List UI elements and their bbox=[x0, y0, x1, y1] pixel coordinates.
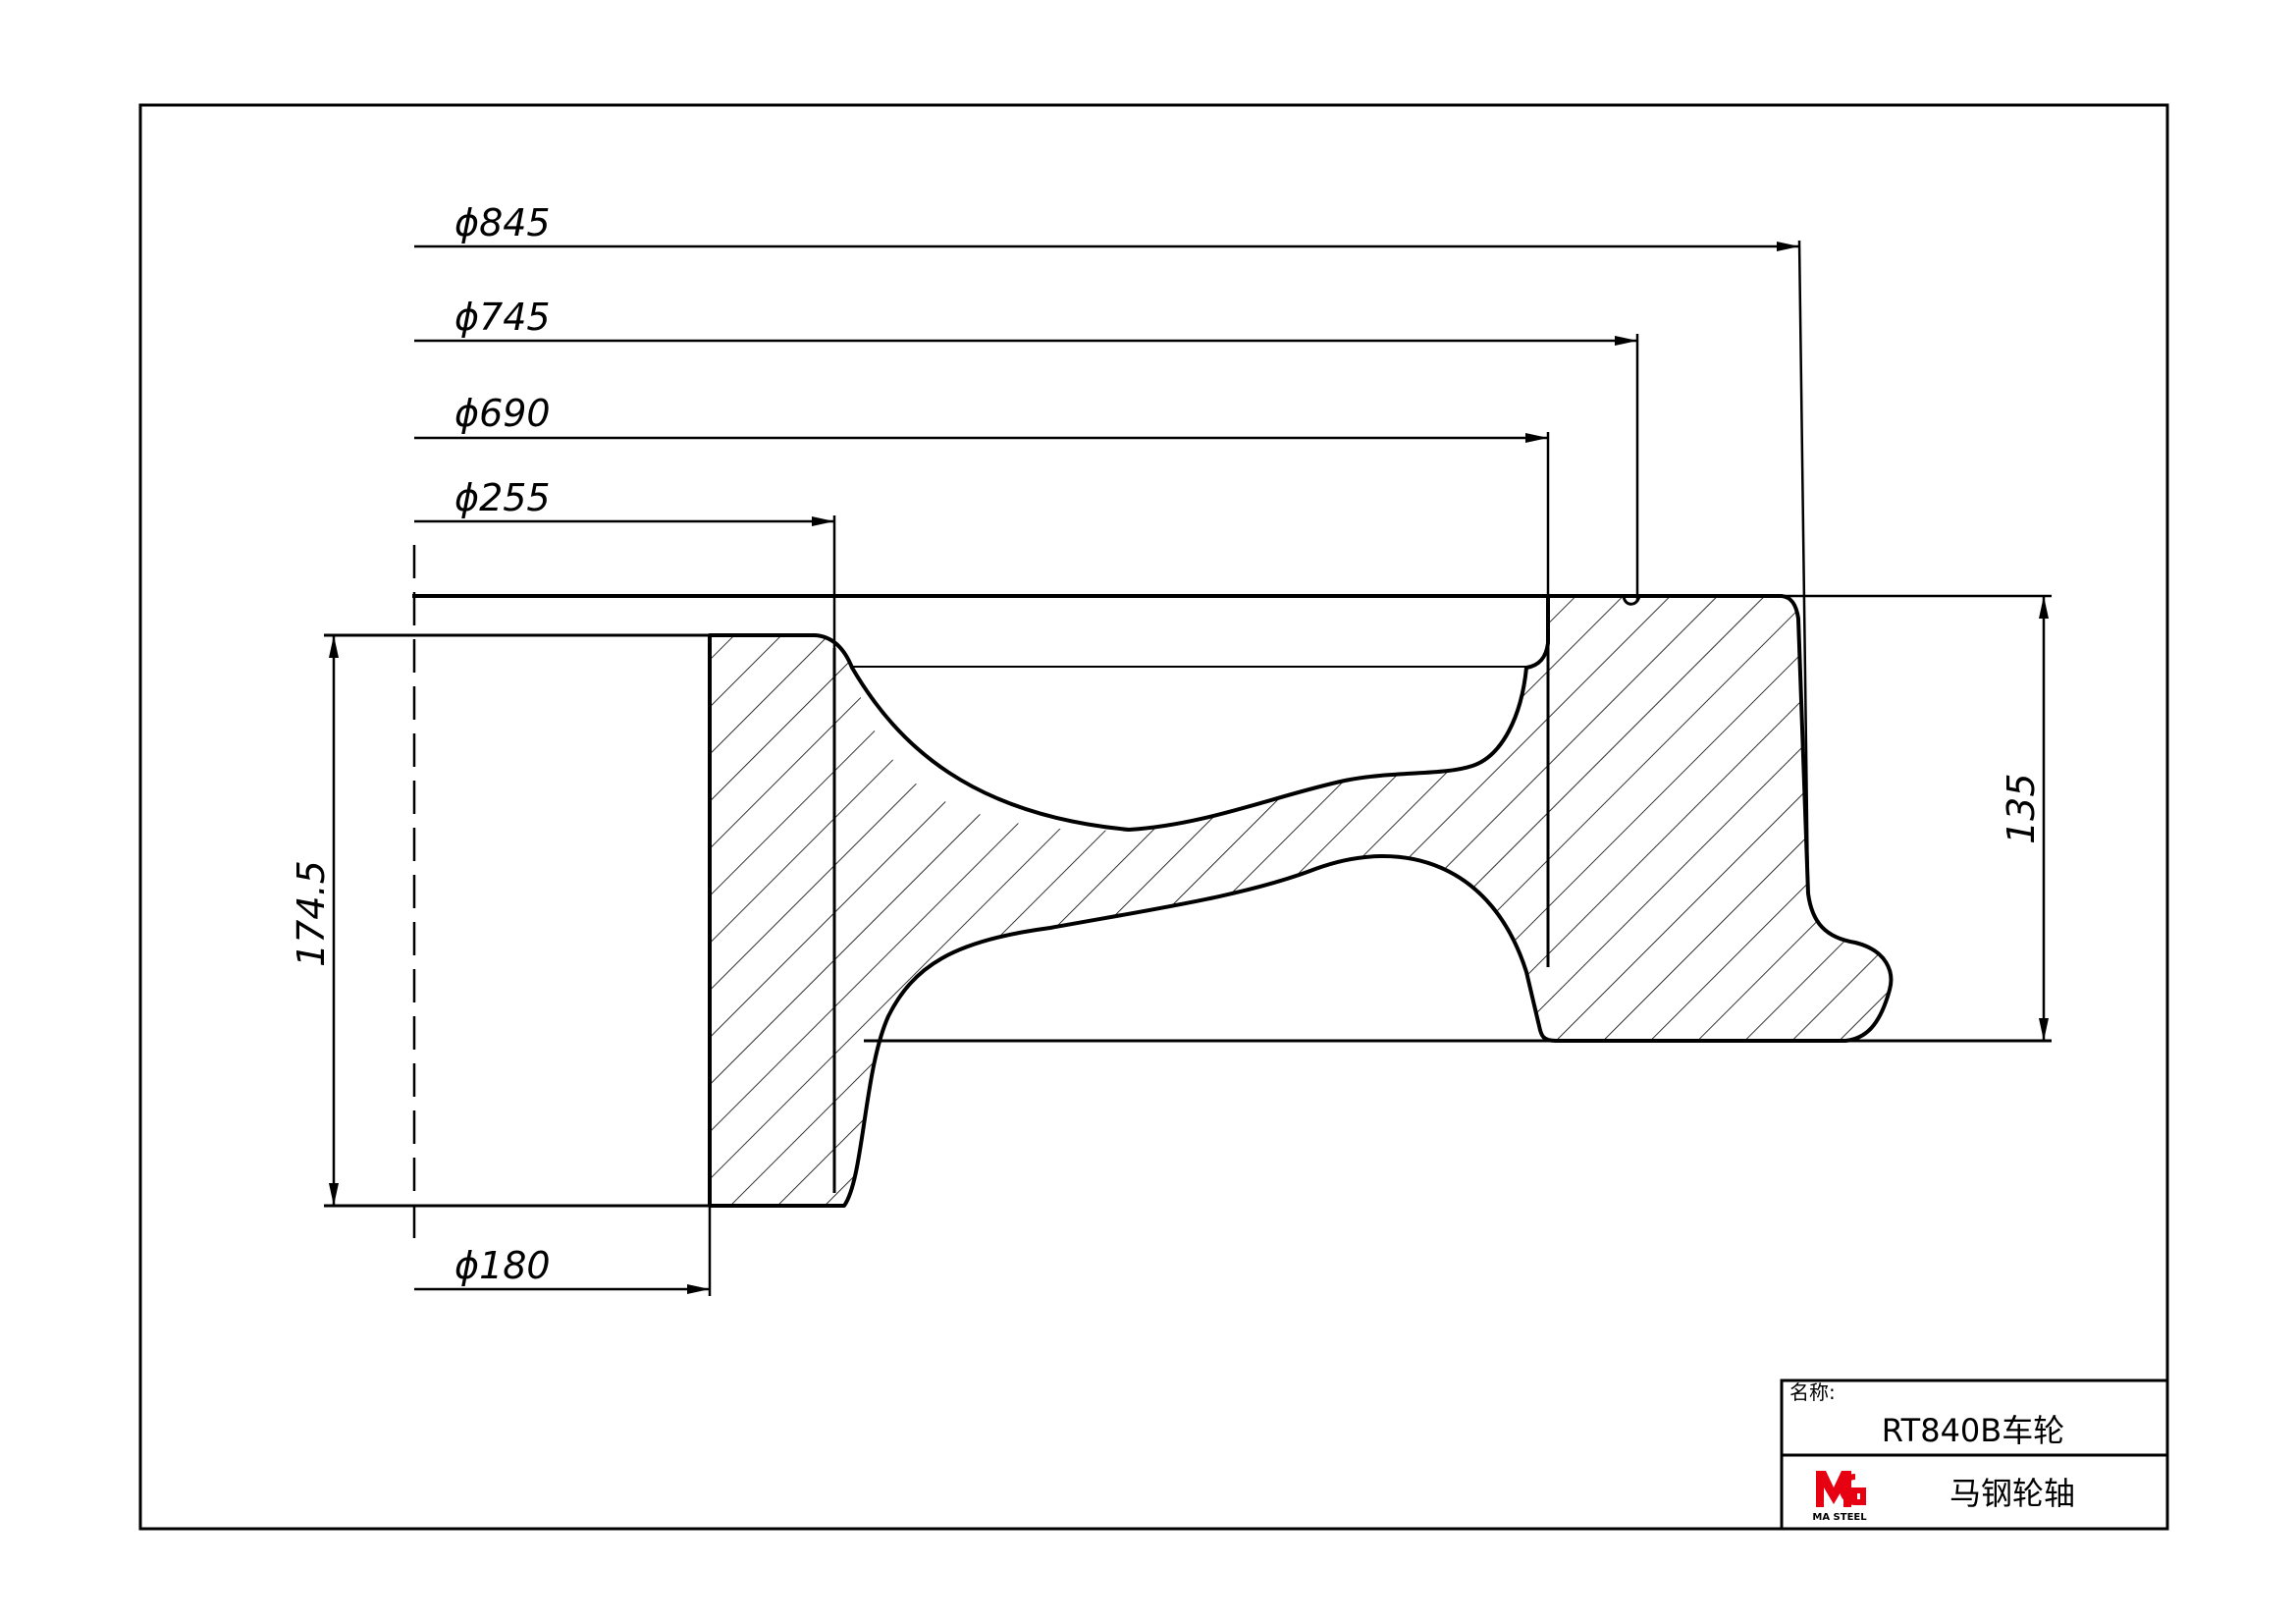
dim-h135: 135 bbox=[1782, 594, 2052, 1041]
title-block: 名称: RT840B车轮 MA STEEL 马钢轮轴 bbox=[1780, 1379, 2169, 1531]
drawing-frame bbox=[138, 103, 2169, 1531]
upper-recess bbox=[852, 668, 1526, 831]
dim-h174-5-text: 174.5 bbox=[290, 860, 333, 967]
dim-h135-text: 135 bbox=[2000, 773, 2043, 844]
dim-d180-text: ϕ180 bbox=[454, 1244, 551, 1287]
dim-d745: ϕ745 bbox=[414, 296, 1639, 601]
dim-d255: ϕ255 bbox=[414, 476, 836, 648]
dim-d255-text: ϕ255 bbox=[454, 476, 551, 519]
dim-d180: ϕ180 bbox=[414, 1206, 712, 1296]
dim-d690: ϕ690 bbox=[414, 392, 1550, 596]
upper-recess-outline bbox=[850, 666, 1528, 833]
masteel-logo: MA STEEL bbox=[1812, 1471, 1867, 1523]
dim-d745-text: ϕ745 bbox=[454, 296, 551, 339]
dim-d690-text: ϕ690 bbox=[454, 392, 551, 435]
part-name: RT840B车轮 bbox=[1882, 1412, 2065, 1449]
logo-text: MA STEEL bbox=[1812, 1512, 1867, 1523]
wheel-section bbox=[708, 594, 1894, 1208]
name-label: 名称: bbox=[1789, 1380, 1836, 1404]
company-name: 马钢轮轴 bbox=[1949, 1475, 2075, 1512]
dim-d845-text: ϕ845 bbox=[454, 201, 551, 244]
dim-d845: ϕ845 bbox=[414, 201, 1810, 894]
dim-h174-5: 174.5 bbox=[290, 635, 339, 1206]
